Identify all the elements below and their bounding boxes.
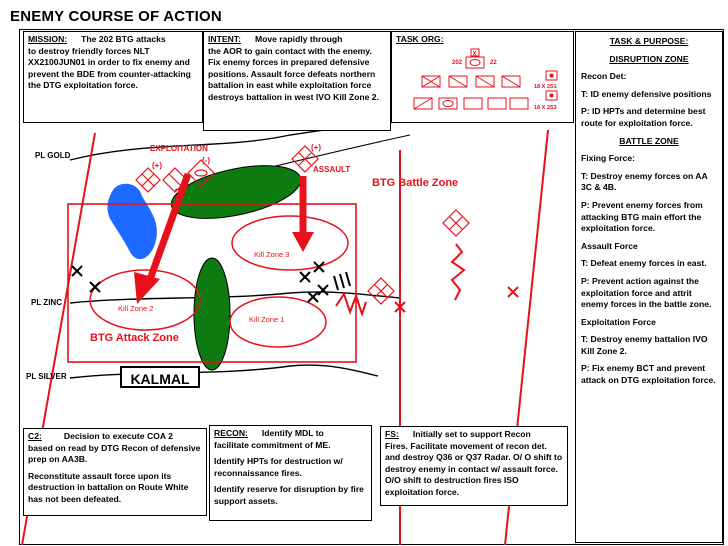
btg-attack-zone	[67, 203, 357, 363]
company-symbol-3	[475, 75, 495, 88]
assault-unit-symbol	[291, 145, 319, 173]
fs-text: Fires. Facilitate movement of recon det.…	[385, 440, 563, 497]
task-org-box: TASK ORG: X 202 22 18 X 2S1 18 X 2S3	[391, 31, 574, 123]
strength-plus-1: (+)	[152, 161, 162, 170]
hq-x-box	[470, 48, 480, 57]
fs-box: FS: Initially set to support Recon Fires.…	[380, 426, 568, 506]
recon-det-label: Recon Det:	[581, 71, 627, 82]
strength-plus-2: (+)	[311, 143, 321, 152]
pl-gold-label: PL GOLD	[35, 151, 71, 160]
c2-paragraph-2: Reconstitute assault force upon its dest…	[28, 470, 189, 504]
exploitation-force-task: T: Destroy enemy battalion IVO Kill Zone…	[581, 334, 708, 356]
mission-line1: The 202 BTG attacks	[81, 34, 166, 44]
recon-text: facilitate commitment of ME.	[214, 439, 331, 450]
pl-zinc-label: PL ZINC	[31, 298, 62, 307]
recon-symbol	[135, 167, 161, 193]
assault-force-label: Assault Force	[581, 240, 638, 251]
lake	[107, 183, 157, 260]
exploitation-force-label: Exploitation Force	[581, 316, 656, 327]
exploitation-label: EXPLOITATION	[150, 144, 208, 153]
btg-battle-zone-label: BTG Battle Zone	[372, 177, 458, 189]
strength-minus: (-)	[202, 156, 210, 165]
task-org-header: TASK ORG:	[396, 34, 444, 44]
obstacle-crosses	[71, 261, 329, 303]
recon-paragraph-2: Identify HPTs for destruction w/ reconna…	[214, 456, 343, 478]
exploitation-force-purpose: P: Fix enemy BCT and prevent attack on D…	[581, 363, 716, 386]
recon-det-purpose: P: ID HPTs and determine best route for …	[581, 106, 706, 128]
mission-box: MISSION: The 202 BTG attacks to destroy f…	[23, 31, 203, 123]
intent-header: INTENT:	[208, 34, 241, 44]
kill-zone-2-label: Kill Zone 2	[118, 304, 153, 313]
pl-silver-line	[69, 364, 379, 379]
btg-hq-symbol	[465, 56, 485, 69]
fixing-force-task: T: Destroy enemy forces on AA 3C & 4B.	[581, 170, 708, 193]
unit-202-label: 202	[452, 60, 463, 66]
assault-force-task: T: Defeat enemy forces in east.	[581, 258, 707, 269]
obstacle-ticks	[333, 271, 351, 291]
company-symbol-1	[421, 75, 441, 88]
exploitation-arrowhead	[134, 272, 160, 304]
company-symbol-7	[463, 97, 483, 110]
disruption-zone-title: DISRUPTION ZONE	[609, 53, 689, 64]
kill-zone-1	[229, 296, 327, 348]
kill-zone-3	[231, 215, 349, 271]
assault-force-purpose: P: Prevent action against the exploitati…	[581, 275, 712, 310]
slide-frame	[19, 29, 724, 545]
kill-zone-3-label: Kill Zone 3	[254, 250, 289, 259]
c2-text: based on read by DTG Recon of defensive …	[28, 442, 201, 465]
artillery-2s3-label: 18 X 2S3	[534, 105, 557, 111]
fixing-force-label: Fixing Force:	[581, 153, 635, 164]
battle-zone-title: BATTLE ZONE	[619, 135, 679, 146]
company-symbol-9	[509, 97, 529, 110]
pl-silver-label: PL SILVER	[26, 372, 67, 381]
task-purpose-header: TASK & PURPOSE:	[609, 36, 689, 46]
intent-box: INTENT: Move rapidly through the AOR to g…	[203, 31, 391, 131]
pl-zinc-line	[69, 291, 401, 304]
fs-header: FS:	[385, 429, 399, 439]
mission-header: MISSION:	[28, 34, 68, 44]
fs-line1: Initially set to support Recon	[412, 429, 531, 439]
boundary-x-markers	[394, 286, 519, 313]
recon-paragraph-3: Identify reserve for disruption by fire …	[214, 484, 364, 506]
enemy-unit-east-2	[367, 277, 395, 305]
artillery-2s1-label: 18 X 2S1	[534, 84, 557, 90]
assault-label: ASSAULT	[313, 165, 350, 174]
recon-header: RECON:	[214, 428, 248, 438]
recon-box: RECON: Identify MDL to facilitate commitm…	[209, 425, 372, 521]
task-purpose-panel: TASK & PURPOSE: DISRUPTION ZONE Recon De…	[575, 31, 723, 543]
company-symbol-8	[487, 97, 507, 110]
company-symbol-6	[438, 97, 458, 110]
c2-box: C2: Decision to execute COA 2 based on re…	[23, 428, 207, 516]
company-symbol-2	[448, 75, 468, 88]
armor-symbol	[187, 159, 215, 187]
mech-symbol	[162, 167, 188, 193]
hq-x-label: X	[473, 52, 477, 58]
c2-line1: Decision to execute COA 2	[63, 431, 173, 441]
obstacle-zigzag-1	[335, 291, 367, 318]
task-org-symbols: X 202 22 18 X 2S1 18 X 2S3	[413, 48, 558, 111]
intent-line1: Move rapidly through	[254, 34, 343, 44]
artillery-symbol-2	[545, 90, 558, 101]
btg-attack-zone-label: BTG Attack Zone	[90, 332, 179, 344]
company-symbol-5	[413, 97, 433, 110]
forest-north	[170, 165, 302, 219]
artillery-symbol-1	[545, 70, 558, 81]
recon-det-task: T: ID enemy defensive positions	[581, 88, 712, 99]
kalmal-town-label: KALMAL	[120, 366, 200, 388]
kill-zone-2	[89, 269, 201, 331]
exploitation-arrow-shaft	[144, 172, 192, 287]
unit-22-label: 22	[490, 60, 497, 66]
company-symbol-4	[501, 75, 521, 88]
page-title: ENEMY COURSE OF ACTION	[10, 8, 222, 25]
intent-text: the AOR to gain contact with the enemy. …	[208, 45, 379, 102]
recon-line1: Identify MDL to	[261, 428, 324, 438]
fixing-force-purpose: P: Prevent enemy forces from attacking B…	[581, 199, 703, 234]
forest-central	[193, 257, 231, 371]
enemy-unit-east-1	[442, 209, 470, 237]
c2-header: C2:	[28, 431, 42, 441]
obstacle-zigzag-2	[450, 243, 466, 301]
kill-zone-1-label: Kill Zone 1	[249, 315, 284, 324]
assault-arrowhead	[292, 232, 314, 252]
mission-text: to destroy friendly forces NLT XX2100JUN…	[28, 45, 191, 91]
